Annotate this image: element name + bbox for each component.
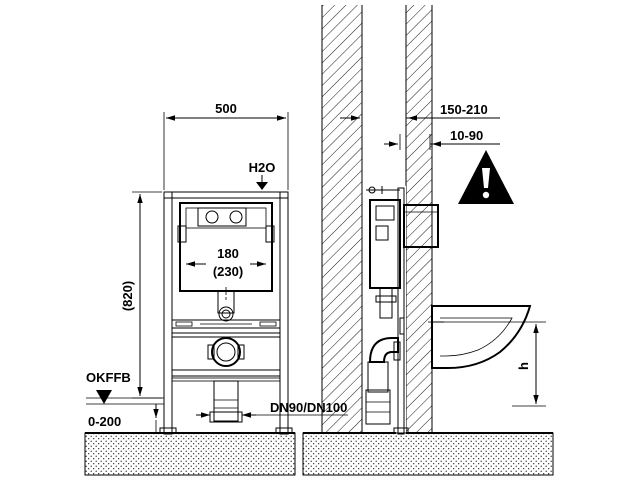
label-h2o: H2O bbox=[249, 160, 276, 175]
dimension-wall-depth: 150-210 bbox=[340, 102, 500, 124]
label-wall-depth: 150-210 bbox=[440, 102, 488, 117]
label-width: 500 bbox=[215, 101, 237, 116]
front-view bbox=[159, 191, 293, 435]
floor-level-marker: OKFFB bbox=[86, 370, 164, 405]
warning-triangle-icon bbox=[458, 150, 514, 204]
dimension-cistern: 180 (230) bbox=[186, 246, 266, 279]
dimension-floor-range: 0-200 bbox=[88, 404, 159, 432]
label-height: (820) bbox=[120, 281, 135, 311]
floor-left bbox=[84, 432, 296, 476]
label-cistern-180: 180 bbox=[217, 246, 239, 261]
dimension-height: (820) bbox=[120, 191, 162, 399]
label-seat-height: h bbox=[516, 362, 531, 370]
label-cistern-230: (230) bbox=[213, 264, 243, 279]
wall-right bbox=[396, 5, 433, 434]
dimension-front-gap: 10-90 bbox=[384, 128, 500, 150]
label-front-gap: 10-90 bbox=[450, 128, 483, 143]
wall-left bbox=[321, 5, 363, 433]
side-view-frame bbox=[365, 186, 439, 435]
dimension-seat-height: h bbox=[512, 321, 546, 407]
water-inlet-marker: H2O bbox=[249, 160, 276, 190]
toilet-bowl bbox=[428, 305, 532, 369]
label-floor-range: 0-200 bbox=[88, 414, 121, 429]
floor-right bbox=[302, 432, 554, 476]
label-okffb: OKFFB bbox=[86, 370, 131, 385]
dimension-width: 500 bbox=[163, 101, 289, 190]
